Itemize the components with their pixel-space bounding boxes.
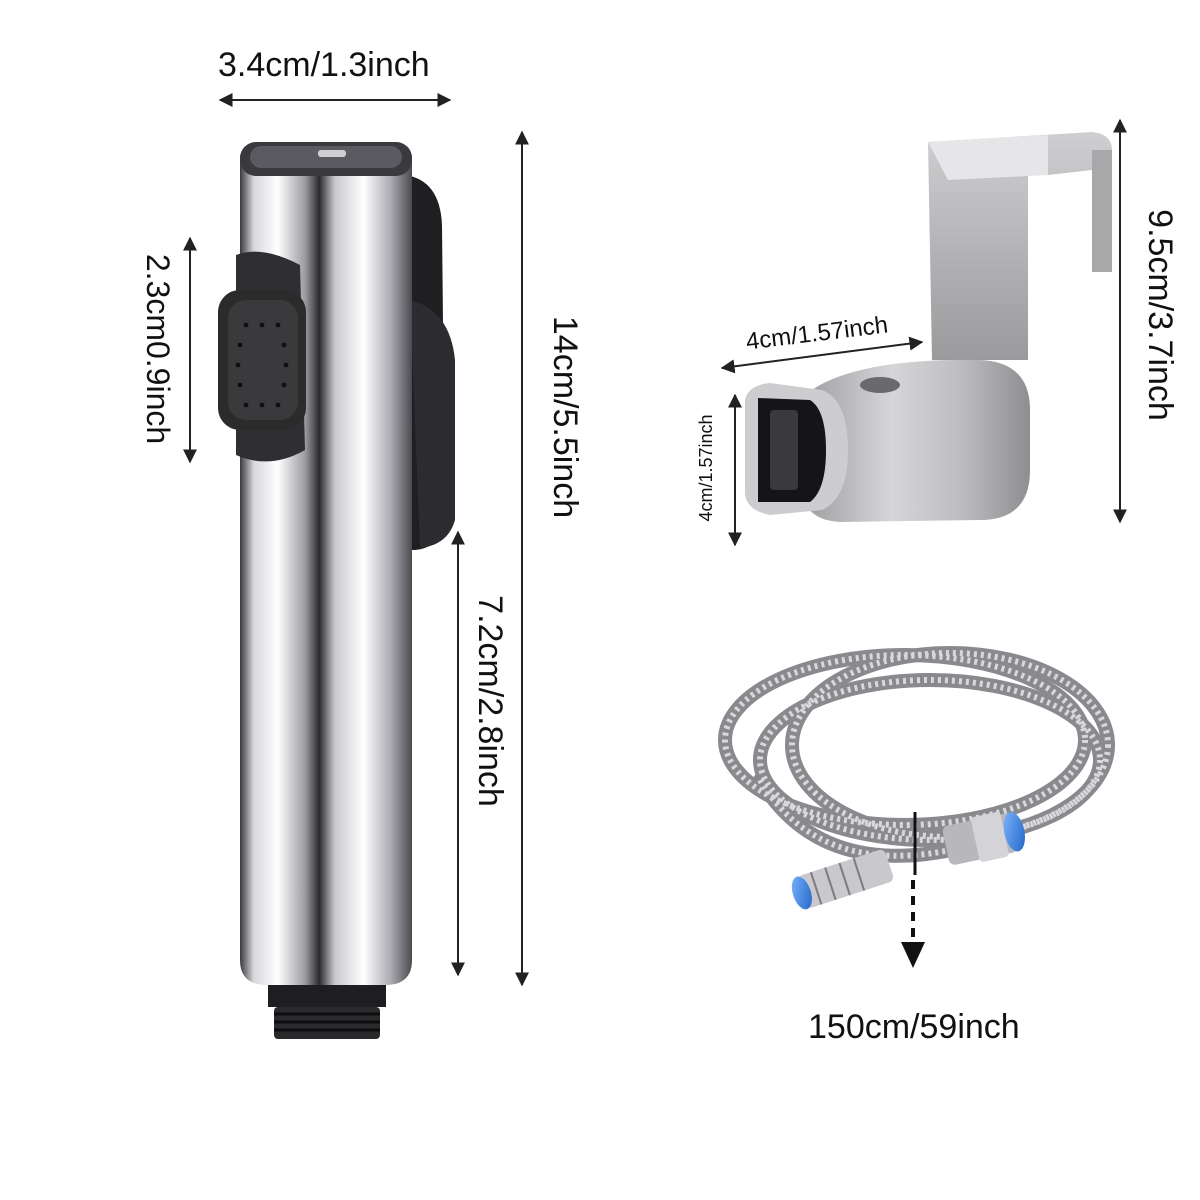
- nozzle-height-label: 2.3cm0.9inch: [140, 253, 176, 445]
- hose-length-label: 150cm/59inch: [808, 1008, 1020, 1046]
- hose-length-arrow: [901, 812, 925, 968]
- hook-holder-illustration: [745, 132, 1112, 522]
- holder-depth-arrow: [720, 336, 924, 374]
- sprayer-width-label: 3.4cm/1.3inch: [218, 46, 430, 84]
- hook-height-label: 9.5cm/3.7inch: [1141, 209, 1179, 421]
- sprayer-illustration: [218, 142, 455, 1039]
- hose-connector-right: [942, 812, 1025, 865]
- hose-connector-left: [791, 849, 894, 910]
- grip-length-label: 7.2cm/2.8inch: [471, 595, 509, 807]
- sprayer-length-label: 14cm/5.5inch: [546, 315, 584, 519]
- holder-dimension-arrows: [720, 118, 1127, 547]
- holder-height-label: 4cm/1.57inch: [696, 414, 716, 522]
- sprayer-dimension-arrows: [183, 93, 529, 987]
